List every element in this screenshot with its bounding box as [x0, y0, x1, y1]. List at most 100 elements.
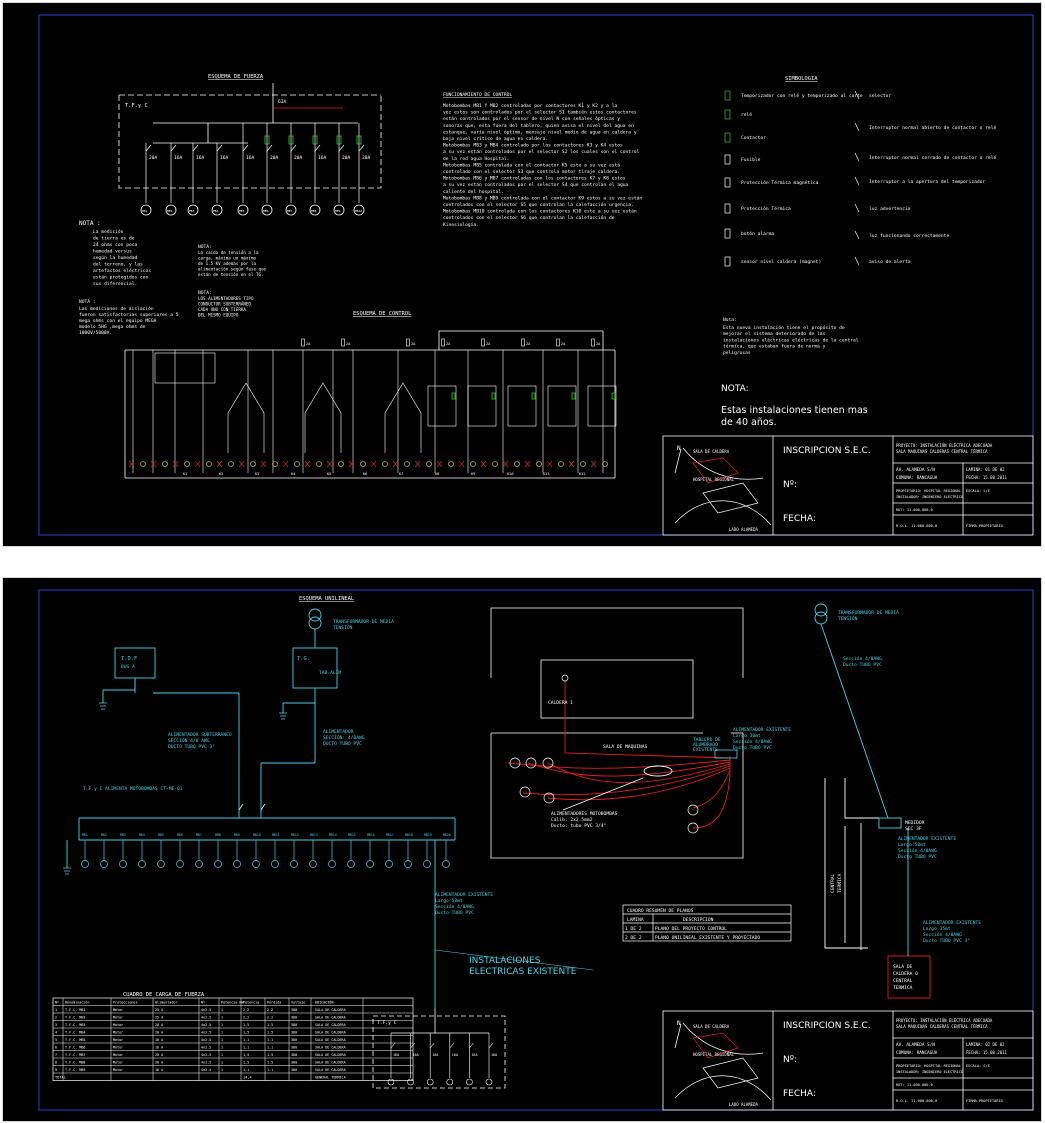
- map-road: [674, 500, 772, 526]
- control-indicator: [568, 460, 575, 468]
- nota-line-4: humedad versus: [93, 249, 132, 255]
- control-indicator: [216, 460, 223, 468]
- control-bottom-label: K1: [183, 472, 187, 476]
- simbologia-right-item: Interruptor a la apertura del temporizad…: [869, 179, 985, 185]
- map-label-hospital: HOSPITAL REGIONAL: [693, 1052, 735, 1057]
- simbologia-left-item: Contactor: [741, 135, 766, 141]
- tdf-label: T.D.F: [121, 656, 137, 662]
- commune: COMUNA: RANCAGUA: [896, 475, 938, 481]
- func-line-14: caliente del hospital.: [443, 189, 504, 195]
- right-feeder-1: Sección 4/0AWG: [843, 655, 882, 662]
- carga-cell: Motor: [113, 1023, 123, 1027]
- control-bottom-label: K3: [255, 472, 259, 476]
- control-indicator: [502, 460, 509, 468]
- control-lamp: [514, 461, 520, 467]
- motor-icon: [353, 204, 365, 216]
- symbol-icon: [854, 176, 860, 186]
- control-bottom-label: K9: [471, 472, 475, 476]
- bus-label: T.F.y C ALIMENTA MOTOBOMBAS CT-ME-01: [83, 786, 183, 792]
- tfc-breaker-icon: [390, 1042, 396, 1049]
- carga-total-loc: GENERAL TERMICA: [315, 1076, 346, 1080]
- control-branch: [304, 382, 342, 453]
- rol-2: R.O.L. 11.000.000-0: [896, 1099, 937, 1103]
- branch-label: MB8: [215, 833, 221, 837]
- fuerza-main-switch: 63A: [278, 99, 287, 105]
- control-lamp: [250, 461, 256, 467]
- symbol-icon: [724, 228, 731, 239]
- fuerza-breaker-symbol: [290, 144, 297, 152]
- control-bottom-label: K7: [399, 472, 403, 476]
- branch-label: MB10: [253, 833, 261, 837]
- tfc-breaker-icon: [429, 1042, 435, 1049]
- branch-label: MB5: [158, 833, 164, 837]
- carga-cell: Motor: [113, 1016, 123, 1020]
- north-label: N: [677, 1020, 681, 1027]
- branch-label: MB16: [367, 833, 375, 837]
- control-fuse-label: 2A: [486, 342, 491, 346]
- map-building: [702, 482, 759, 514]
- transformer-label-2: TENSIÓN: [333, 624, 353, 631]
- carga-cell: 1,5: [243, 1053, 249, 1057]
- simbologia-left-item: Temporizador con relé y temporizado al c…: [741, 92, 863, 99]
- carga-cell: 4x2.5: [201, 1031, 211, 1035]
- carga-cell: 4x2.5: [201, 1068, 211, 1072]
- control-fuse: [521, 338, 525, 347]
- feeder-note-2: SECCIÓN 4/0 AWG: [168, 737, 210, 744]
- nota-line-9: sus diferencial.: [93, 281, 137, 287]
- inscripcion-sec: INSCRIPCION S.E.C.: [783, 446, 871, 456]
- carga-cell: 2,2: [243, 1016, 249, 1020]
- alim-note-2: Largo 30mt: [733, 733, 761, 739]
- control-lamp: [162, 461, 168, 467]
- simbologia-right-item: aviso de alerta: [869, 259, 911, 265]
- simbologia-right-item: Interruptor normal cerrado de contactor …: [869, 154, 996, 161]
- func-line-16: controlados con el selector S5 que contr…: [443, 201, 634, 208]
- carga-cell: 1.1: [267, 1046, 273, 1050]
- tfc-breaker-label: 16A: [452, 1053, 458, 1057]
- carga-cell: 25 A: [155, 1016, 163, 1020]
- existente-line-2: ELECTRICAS EXISTENTE: [469, 967, 577, 977]
- carga-cell: 2,2: [243, 1008, 249, 1012]
- project2-line-1: PROYECTO: INSTALACIÓN ELÉCTRICA ADECUADA: [896, 1018, 993, 1023]
- control-indicator: [260, 460, 267, 468]
- branch-motor-icon: [366, 860, 374, 868]
- nota-line-6: del terreno, y las: [93, 262, 143, 268]
- motor-icon: [333, 204, 345, 216]
- fuerza-motor-label: MB1: [142, 209, 148, 213]
- carga-cell: SALA DE CALDERA: [315, 1068, 346, 1072]
- existente-line-1: INSTALACIONES: [469, 956, 541, 966]
- inscripcion-number-2: Nº:: [783, 1055, 797, 1065]
- plan-tablero-icon: [714, 749, 738, 759]
- fuerza-breaker-symbol: [242, 144, 249, 152]
- tg-sub: TAB.ALIM: [319, 670, 341, 676]
- carga-cell: Motor: [113, 1046, 123, 1050]
- plan-motor-icon: [687, 822, 699, 834]
- tfc-breaker-icon: [488, 1042, 494, 1049]
- carga-cell: 16 A: [155, 1068, 163, 1072]
- control-lamp: [558, 461, 564, 467]
- plan-motor-icon: [519, 786, 531, 798]
- map-building: [692, 1032, 739, 1059]
- carga-cell: 1: [221, 1061, 223, 1065]
- right-alim-4: Ducto TUBO PVC: [898, 854, 937, 860]
- func-line-11: controlado con el selector S3 que contro…: [443, 169, 620, 175]
- carga-cell: Motor: [113, 1008, 123, 1012]
- tfc-motor-icon: [446, 1078, 454, 1086]
- carga-header: Pérdida: [267, 1001, 281, 1005]
- control-indicator: [436, 460, 443, 468]
- branch-motor-icon: [423, 860, 431, 868]
- carga-header: Protecciones: [113, 1001, 138, 1005]
- carga-cell: SALA DE CALDERA: [315, 1031, 346, 1035]
- branch-label: MB17: [386, 833, 394, 837]
- motor-icon: [309, 204, 321, 216]
- plan-motor-icon: [525, 757, 537, 769]
- big-nota-head: NOTA:: [721, 384, 749, 394]
- inscripcion-fecha: FECHA:: [783, 514, 816, 524]
- control-lamp: [228, 461, 234, 467]
- nota5-line-5: peligrosas: [723, 350, 751, 356]
- fuerza-breaker-label: 16A: [220, 155, 229, 161]
- control-indicator: [392, 460, 399, 468]
- existente-leader: [434, 949, 594, 971]
- tfc-breaker-icon: [469, 1042, 474, 1049]
